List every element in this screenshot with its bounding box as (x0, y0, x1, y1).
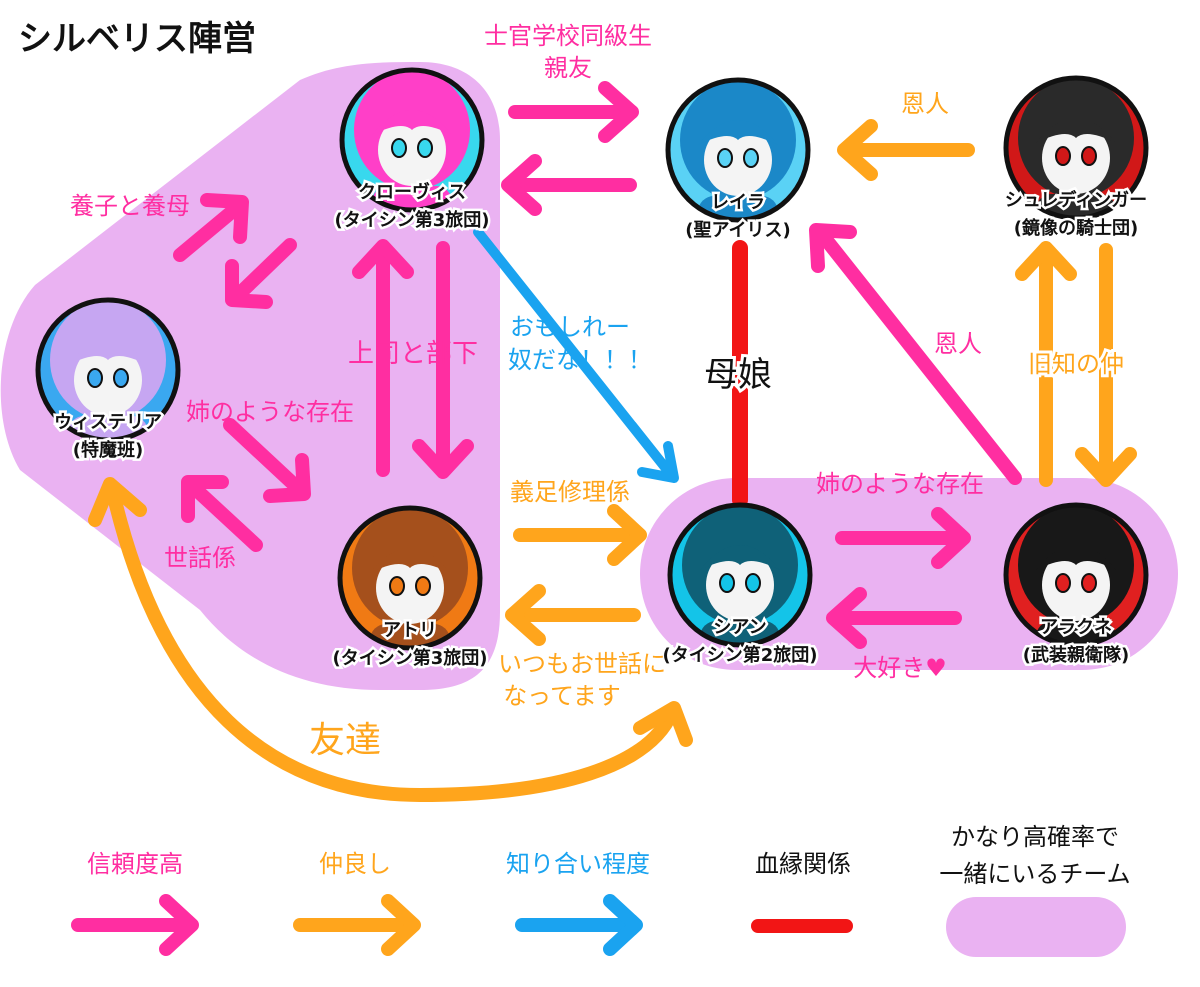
character-affiliation: (武装親衛隊) (1023, 644, 1129, 666)
legend-blood-label: 血縁関係 (755, 850, 851, 878)
arrow-prosthetic (520, 511, 640, 559)
legend-friendly-label: 仲良し (319, 850, 391, 878)
legend-friendly-arrow (300, 901, 414, 949)
legend-team-label-2: 一緒にいるチーム (939, 860, 1130, 888)
arrow-classmate-back (508, 161, 630, 209)
label-itsumo: いつもお世話に (498, 650, 666, 678)
label-daisuki: 大好き♥ (853, 654, 947, 682)
legend-team-label: かなり高確率で (951, 823, 1119, 851)
legend-team-swatch (946, 897, 1126, 957)
character-name: ウィステリア (54, 412, 162, 433)
label-classmate-2: 親友 (544, 54, 592, 82)
character-affiliation: (タイシン第3旅団) (335, 209, 490, 231)
character-name: アトリ (383, 620, 437, 641)
label-mother-daughter: 母娘 (704, 355, 772, 395)
character-schrodinger: シュレディンガー (鏡像の騎士団) (1005, 78, 1147, 239)
legend-acquaintance-label: 知り合い程度 (506, 850, 650, 878)
label-itsumo-2: なってます (503, 682, 621, 710)
character-name: レイラ (711, 192, 765, 213)
label-onjin-top: 恩人 (901, 90, 949, 118)
legend-trust-label: 信頼度高 (87, 850, 183, 878)
arrow-itsumo (512, 591, 634, 639)
label-omoshiro-2: 奴だな！！！ (508, 346, 652, 374)
character-affiliation: (タイシン第2旅団) (663, 644, 818, 666)
label-sister-right: 姉のような存在 (816, 470, 984, 498)
character-name: クローヴィス (358, 181, 466, 203)
label-classmate: 士官学校同級生 (484, 22, 652, 50)
arrow-onjin-top (844, 126, 968, 174)
character-name: シュレディンガー (1005, 189, 1147, 211)
label-tomodachi: 友達 (309, 720, 381, 761)
page-title: シルベリス陣営 (18, 19, 256, 59)
legend-trust-arrow (78, 901, 192, 949)
legend-acquaintance-arrow (522, 901, 636, 949)
label-foster: 養子と養母 (70, 192, 190, 220)
label-omoshiro: おもしれー (510, 313, 630, 341)
character-affiliation: (聖アイリス) (685, 220, 791, 241)
character-affiliation: (特魔班) (73, 439, 143, 461)
label-prosthetic: 義足修理係 (510, 478, 630, 506)
label-onjin-right: 恩人 (934, 330, 982, 358)
character-reira: レイラ (聖アイリス) (668, 80, 808, 241)
legend: 信頼度高 仲良し 知り合い程度 血縁関係 かなり高確率で 一緒にいるチーム (78, 823, 1131, 957)
character-name: シアン (713, 617, 766, 638)
label-caretaker: 世話係 (164, 544, 236, 572)
label-sister-left: 姉のような存在 (186, 398, 354, 426)
character-affiliation: (鏡像の騎士団) (1014, 217, 1138, 239)
character-name: アラクネ (1040, 617, 1112, 638)
label-boss: 上司と部下 (348, 339, 478, 369)
arrow-classmate (515, 88, 632, 136)
arrow-onjin-right (816, 230, 1015, 478)
character-affiliation: (タイシン第3旅団) (333, 647, 488, 669)
label-old-friends: 旧知の仲 (1028, 350, 1124, 378)
